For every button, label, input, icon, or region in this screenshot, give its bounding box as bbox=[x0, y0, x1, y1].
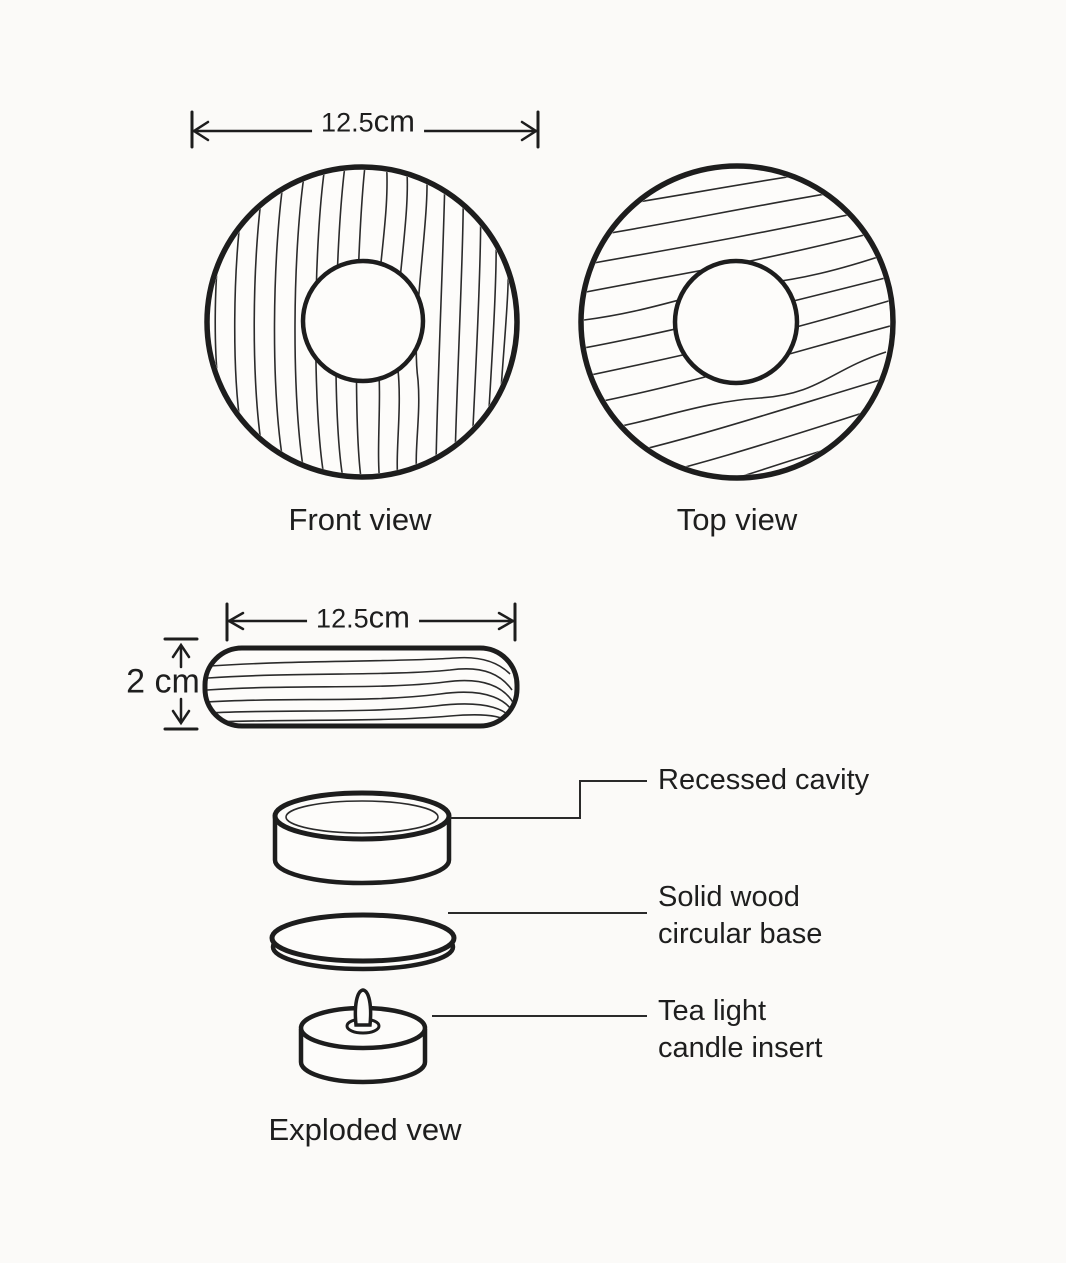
right-arrowhead-icon bbox=[520, 120, 539, 142]
left-arrowhead-icon bbox=[191, 120, 210, 142]
wick-icon bbox=[353, 988, 373, 1027]
side-thickness-dimension bbox=[163, 637, 199, 731]
front-view-drawing bbox=[204, 164, 520, 480]
front-view-center-hole bbox=[300, 258, 426, 384]
tea-light-drawing bbox=[298, 988, 428, 1085]
exploded-view-caption: Exploded vew bbox=[268, 1112, 462, 1147]
up-arrowhead-icon bbox=[171, 642, 191, 659]
right-arrowhead-icon bbox=[497, 611, 516, 631]
base-disc-drawing bbox=[269, 912, 457, 972]
callout-base: Solid wood circular base bbox=[658, 881, 823, 950]
callout-tea-light: Tea light candle insert bbox=[658, 995, 823, 1064]
side-view-wood-grain bbox=[207, 656, 515, 723]
front-width-dimension-label: 12.5cm bbox=[312, 106, 424, 138]
left-arrowhead-icon bbox=[226, 611, 245, 631]
side-view-drawing bbox=[202, 645, 520, 729]
top-view-caption: Top view bbox=[676, 502, 798, 537]
front-view-caption: Front view bbox=[288, 502, 432, 537]
side-thickness-dimension-label: 2 cm bbox=[126, 662, 200, 701]
leader-recessed-cavity bbox=[450, 780, 647, 819]
recessed-cavity-drawing bbox=[272, 790, 452, 886]
down-arrowhead-icon bbox=[171, 709, 191, 726]
callout-recessed-cavity: Recessed cavity bbox=[658, 764, 870, 796]
side-width-dimension-label: 12.5cm bbox=[307, 602, 419, 634]
callout-leader-lines bbox=[432, 780, 647, 1017]
top-view-drawing bbox=[578, 163, 896, 481]
top-view-center-hole bbox=[672, 258, 800, 386]
